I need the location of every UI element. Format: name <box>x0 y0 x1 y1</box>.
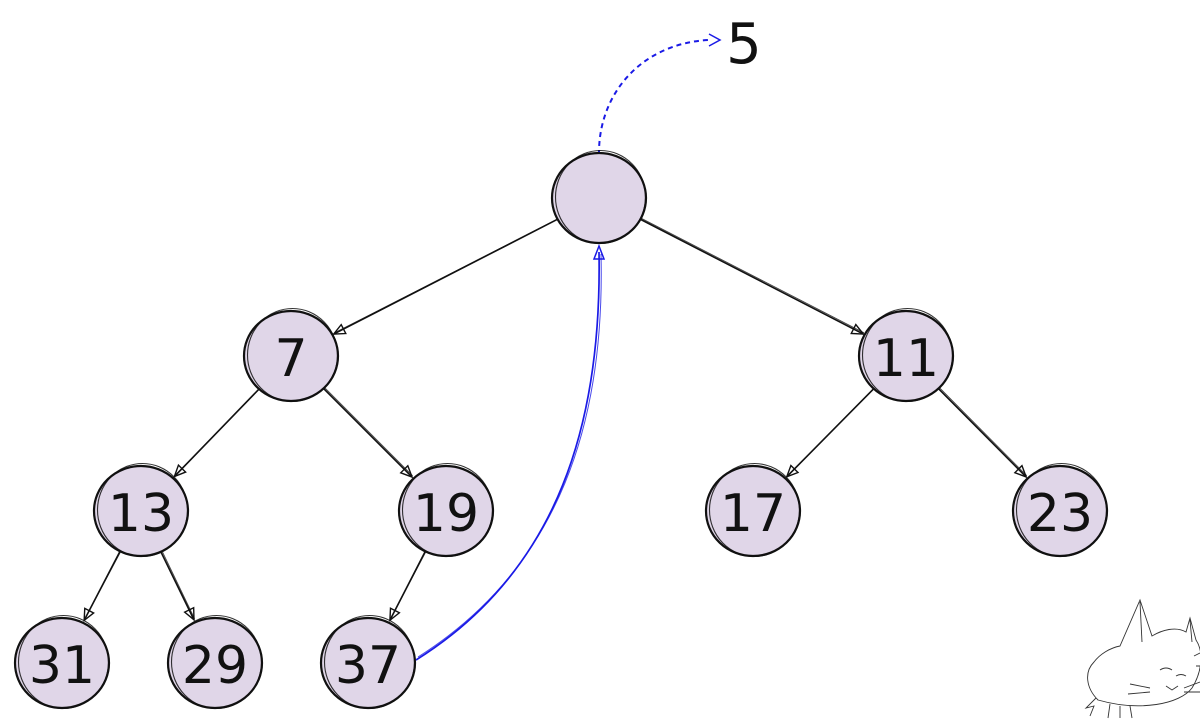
node-value: 7 <box>274 329 307 389</box>
sleeping-cat-icon <box>1084 598 1200 719</box>
tree-edge <box>173 386 262 478</box>
heap-node-19: 19 <box>397 462 495 558</box>
heap-node-37: 37 <box>319 614 417 710</box>
tree-edge <box>785 386 877 479</box>
tree-edge <box>159 549 195 622</box>
move-last-to-root-arrow <box>415 243 606 661</box>
arrowhead <box>592 243 606 260</box>
node-value: 37 <box>335 636 401 696</box>
heap-node-7: 7 <box>242 307 340 403</box>
heap-node-23: 23 <box>1011 462 1109 558</box>
tree-edge <box>321 385 414 479</box>
arrowhead <box>183 606 195 622</box>
root-node <box>550 149 648 245</box>
arrowhead <box>785 464 800 479</box>
arrowhead <box>1013 464 1028 479</box>
arrowhead <box>332 323 347 335</box>
extracted-min-value: 5 <box>726 12 762 77</box>
tree-nodes: 7 11 13 19 17 23 31 29 37 <box>13 149 1109 710</box>
heap-node-11: 11 <box>857 307 955 403</box>
node-value: 23 <box>1027 484 1093 544</box>
arrowhead <box>389 607 401 622</box>
node-value: 17 <box>720 484 786 544</box>
node-value: 13 <box>108 484 174 544</box>
arrowhead <box>708 33 722 47</box>
heap-node-17: 17 <box>704 462 802 558</box>
heap-node-31: 31 <box>13 614 111 710</box>
move-arrows <box>415 33 722 661</box>
tree-edge <box>389 549 428 622</box>
arrowhead <box>399 464 414 479</box>
arrowhead <box>83 607 95 622</box>
arrowhead <box>173 463 187 478</box>
node-value: 31 <box>29 636 95 696</box>
tree-edge <box>332 216 562 335</box>
node-value: 11 <box>873 329 939 389</box>
tree-edge <box>83 549 123 622</box>
heap-node-13: 13 <box>92 462 190 558</box>
arrowhead <box>850 323 865 335</box>
node-value: 29 <box>182 636 248 696</box>
tree-edge <box>637 216 865 335</box>
extract-min-arrow <box>597 33 722 156</box>
tree-edge <box>936 386 1028 479</box>
heap-node-29: 29 <box>166 614 264 710</box>
tree-edges <box>83 216 1028 622</box>
node-value: 19 <box>413 484 479 544</box>
